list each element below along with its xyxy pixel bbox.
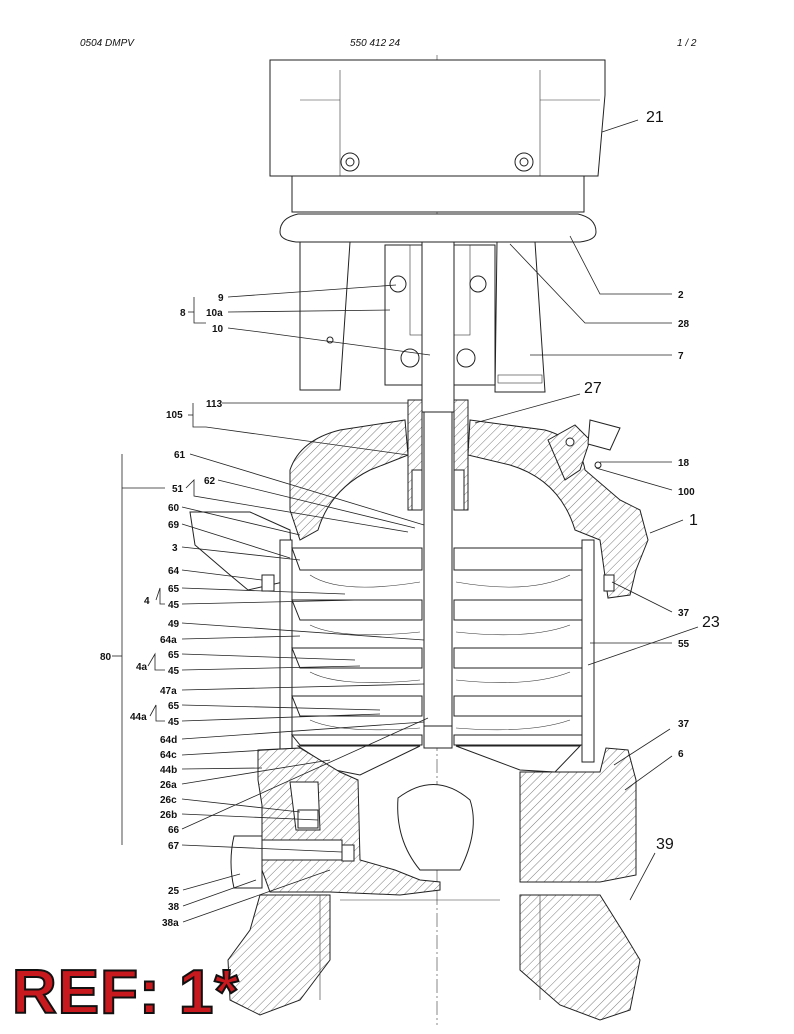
callout-39: 39	[656, 836, 674, 853]
callout-9: 9	[218, 293, 224, 304]
callout-49: 49	[168, 619, 180, 630]
callout-1: 1	[689, 512, 698, 529]
callout-65-stage1: 65	[168, 584, 180, 595]
callout-21: 21	[646, 109, 664, 126]
callout-67: 67	[168, 841, 180, 852]
callout-27: 27	[584, 380, 602, 397]
callout-26a: 26a	[160, 780, 177, 791]
callout-60: 60	[168, 503, 180, 514]
callout-65-stage3: 65	[168, 701, 180, 712]
callout-37-lower: 37	[678, 719, 690, 730]
callout-10a: 10a	[206, 308, 223, 319]
pump-base	[227, 747, 641, 1021]
callout-47a: 47a	[160, 686, 177, 697]
callout-65-stage2: 65	[168, 650, 180, 661]
callouts-left: 8 9 10a 10 105 113 61 51 62 60 69 3 64 4…	[100, 293, 224, 929]
callout-23: 23	[702, 614, 720, 631]
shaft-seal	[407, 399, 469, 511]
callout-44b: 44b	[160, 765, 177, 776]
callout-28: 28	[678, 319, 690, 330]
callout-6: 6	[678, 749, 684, 760]
pump-head	[189, 419, 649, 599]
callout-2: 2	[678, 290, 684, 301]
callout-113: 113	[206, 399, 223, 410]
callout-64d: 64d	[160, 735, 177, 746]
callout-61: 61	[174, 450, 186, 461]
doc-code: 0504 DMPV	[80, 38, 134, 49]
callout-69: 69	[168, 520, 180, 531]
callout-38: 38	[168, 902, 180, 913]
leader-lines	[112, 119, 699, 923]
callout-4: 4	[144, 596, 150, 607]
callout-45-stage2: 45	[168, 666, 180, 677]
callout-80: 80	[100, 652, 112, 663]
callout-8: 8	[180, 308, 186, 319]
outer-sleeve	[261, 539, 615, 763]
callout-37: 37	[678, 608, 690, 619]
callout-18: 18	[678, 458, 690, 469]
callout-64a: 64a	[160, 635, 177, 646]
callout-26b: 26b	[160, 810, 177, 821]
callout-64: 64	[168, 566, 180, 577]
callouts-right: 21 2 28 7 27 18 100 1 37 23 55 37 6 39	[584, 109, 720, 853]
pump-stages	[290, 547, 583, 776]
callout-4a: 4a	[136, 662, 148, 673]
callout-38a: 38a	[162, 918, 179, 929]
callout-45-stage3: 45	[168, 717, 180, 728]
page-indicator: 1 / 2	[677, 38, 697, 49]
callout-3: 3	[172, 543, 178, 554]
callout-25: 25	[168, 886, 180, 897]
callout-10: 10	[212, 324, 224, 335]
callout-7: 7	[678, 351, 684, 362]
reference-stamp: REF: 1*	[11, 958, 240, 1027]
callout-51: 51	[172, 484, 184, 495]
callout-26c: 26c	[160, 795, 177, 806]
callout-105: 105	[166, 410, 183, 421]
callout-100: 100	[678, 487, 695, 498]
callout-55: 55	[678, 639, 690, 650]
callout-45-stage1: 45	[168, 600, 180, 611]
callout-62: 62	[204, 476, 216, 487]
callout-66: 66	[168, 825, 180, 836]
part-number: 550 412 24	[350, 38, 401, 49]
callout-64c: 64c	[160, 750, 177, 761]
motor	[269, 59, 606, 243]
pump-shaft	[421, 241, 455, 749]
callout-44a: 44a	[130, 712, 147, 723]
